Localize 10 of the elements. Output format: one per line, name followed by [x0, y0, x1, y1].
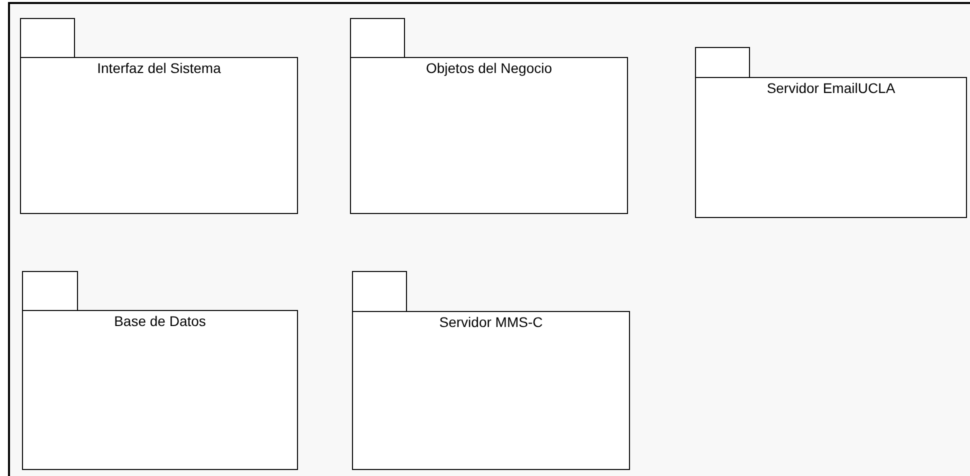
- package-name: Base de Datos: [113, 313, 207, 329]
- package-name: Servidor EmailUCLA: [766, 80, 896, 96]
- package-shape: [695, 47, 968, 219]
- package-name: Interfaz del Sistema: [96, 60, 222, 76]
- package-shape: [20, 18, 299, 215]
- package-shape: [350, 18, 629, 215]
- package-name: Objetos del Negocio: [424, 60, 554, 76]
- package-name: Servidor MMS-C: [438, 314, 544, 330]
- package-shape: [352, 271, 631, 471]
- package-shape: [22, 271, 299, 471]
